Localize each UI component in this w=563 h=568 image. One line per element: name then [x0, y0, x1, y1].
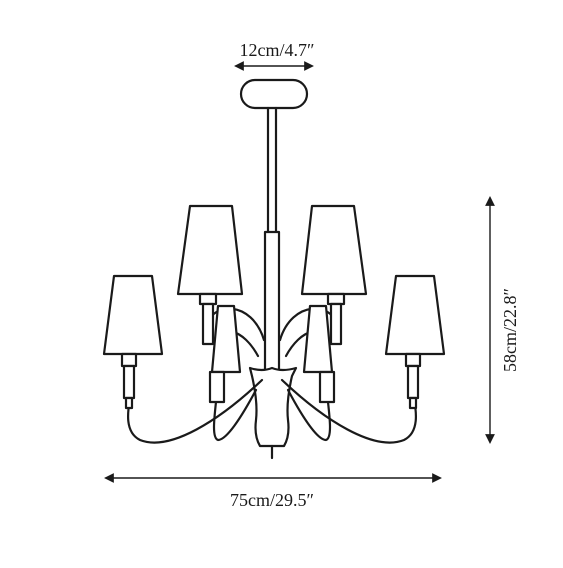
canopy-width-label: 12cm/4.7″: [240, 40, 315, 60]
lamp-shade-upper-left: [176, 204, 244, 346]
lamp-shade-upper-right: [300, 204, 368, 346]
overall-width-label: 75cm/29.5″: [230, 490, 314, 510]
center-column: [248, 366, 298, 460]
lamp-shade-right-outer: [384, 274, 446, 410]
down-rod: [263, 106, 281, 374]
lamp-shade-inner-right: [302, 304, 336, 404]
lamp-shade-left-outer: [102, 274, 164, 410]
overall-height-label: 58cm/22.8″: [500, 288, 520, 372]
lamp-shade-inner-left: [208, 304, 242, 404]
ceiling-canopy: [239, 78, 309, 110]
